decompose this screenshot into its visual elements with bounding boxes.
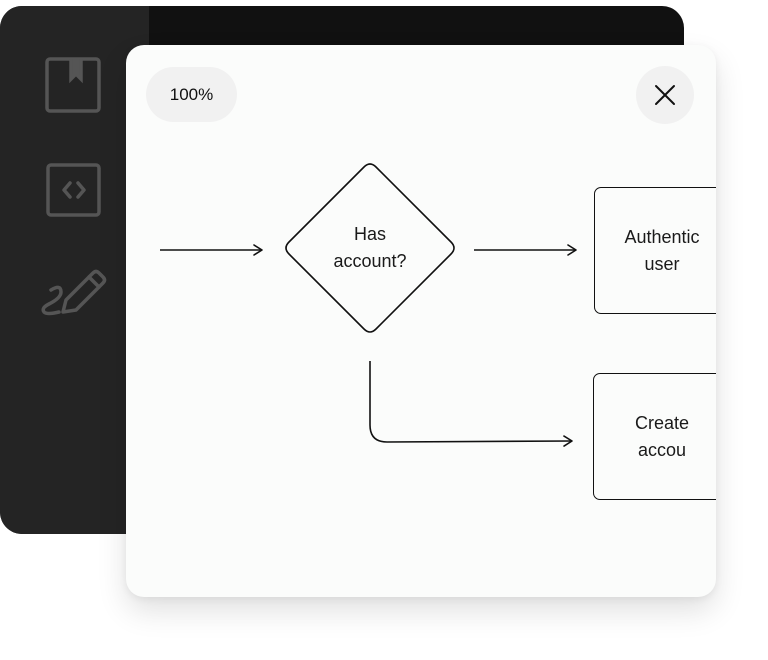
no-arrow [369, 361, 573, 447]
create-label-line1: Create [634, 412, 690, 433]
diagram-preview-modal: Has account? Authentic user Create accou… [126, 45, 716, 597]
create-account-label: Create accou [602, 410, 716, 464]
authenticate-label-line2: user [644, 253, 680, 274]
create-account-node[interactable]: Create accou [593, 373, 716, 500]
decision-label-line1: Has [353, 224, 386, 244]
decision-label-line2: account? [333, 251, 407, 271]
authenticate-label-line1: Authentic [624, 226, 700, 247]
close-icon [655, 85, 675, 105]
pen-icon[interactable] [39, 268, 109, 320]
code-icon[interactable] [46, 163, 102, 217]
zoom-level-button[interactable]: 100% [146, 67, 237, 122]
editor-sidebar [0, 6, 149, 534]
close-button[interactable] [636, 66, 694, 124]
authenticate-user-label: Authentic user [602, 224, 716, 278]
create-label-line2: accou [637, 439, 687, 460]
decision-label: Has account? [313, 221, 427, 275]
zoom-level-label: 100% [169, 84, 214, 104]
bookmark-icon[interactable] [45, 57, 101, 113]
authenticate-user-node[interactable]: Authentic user [594, 187, 716, 314]
flowchart-canvas [160, 163, 577, 447]
